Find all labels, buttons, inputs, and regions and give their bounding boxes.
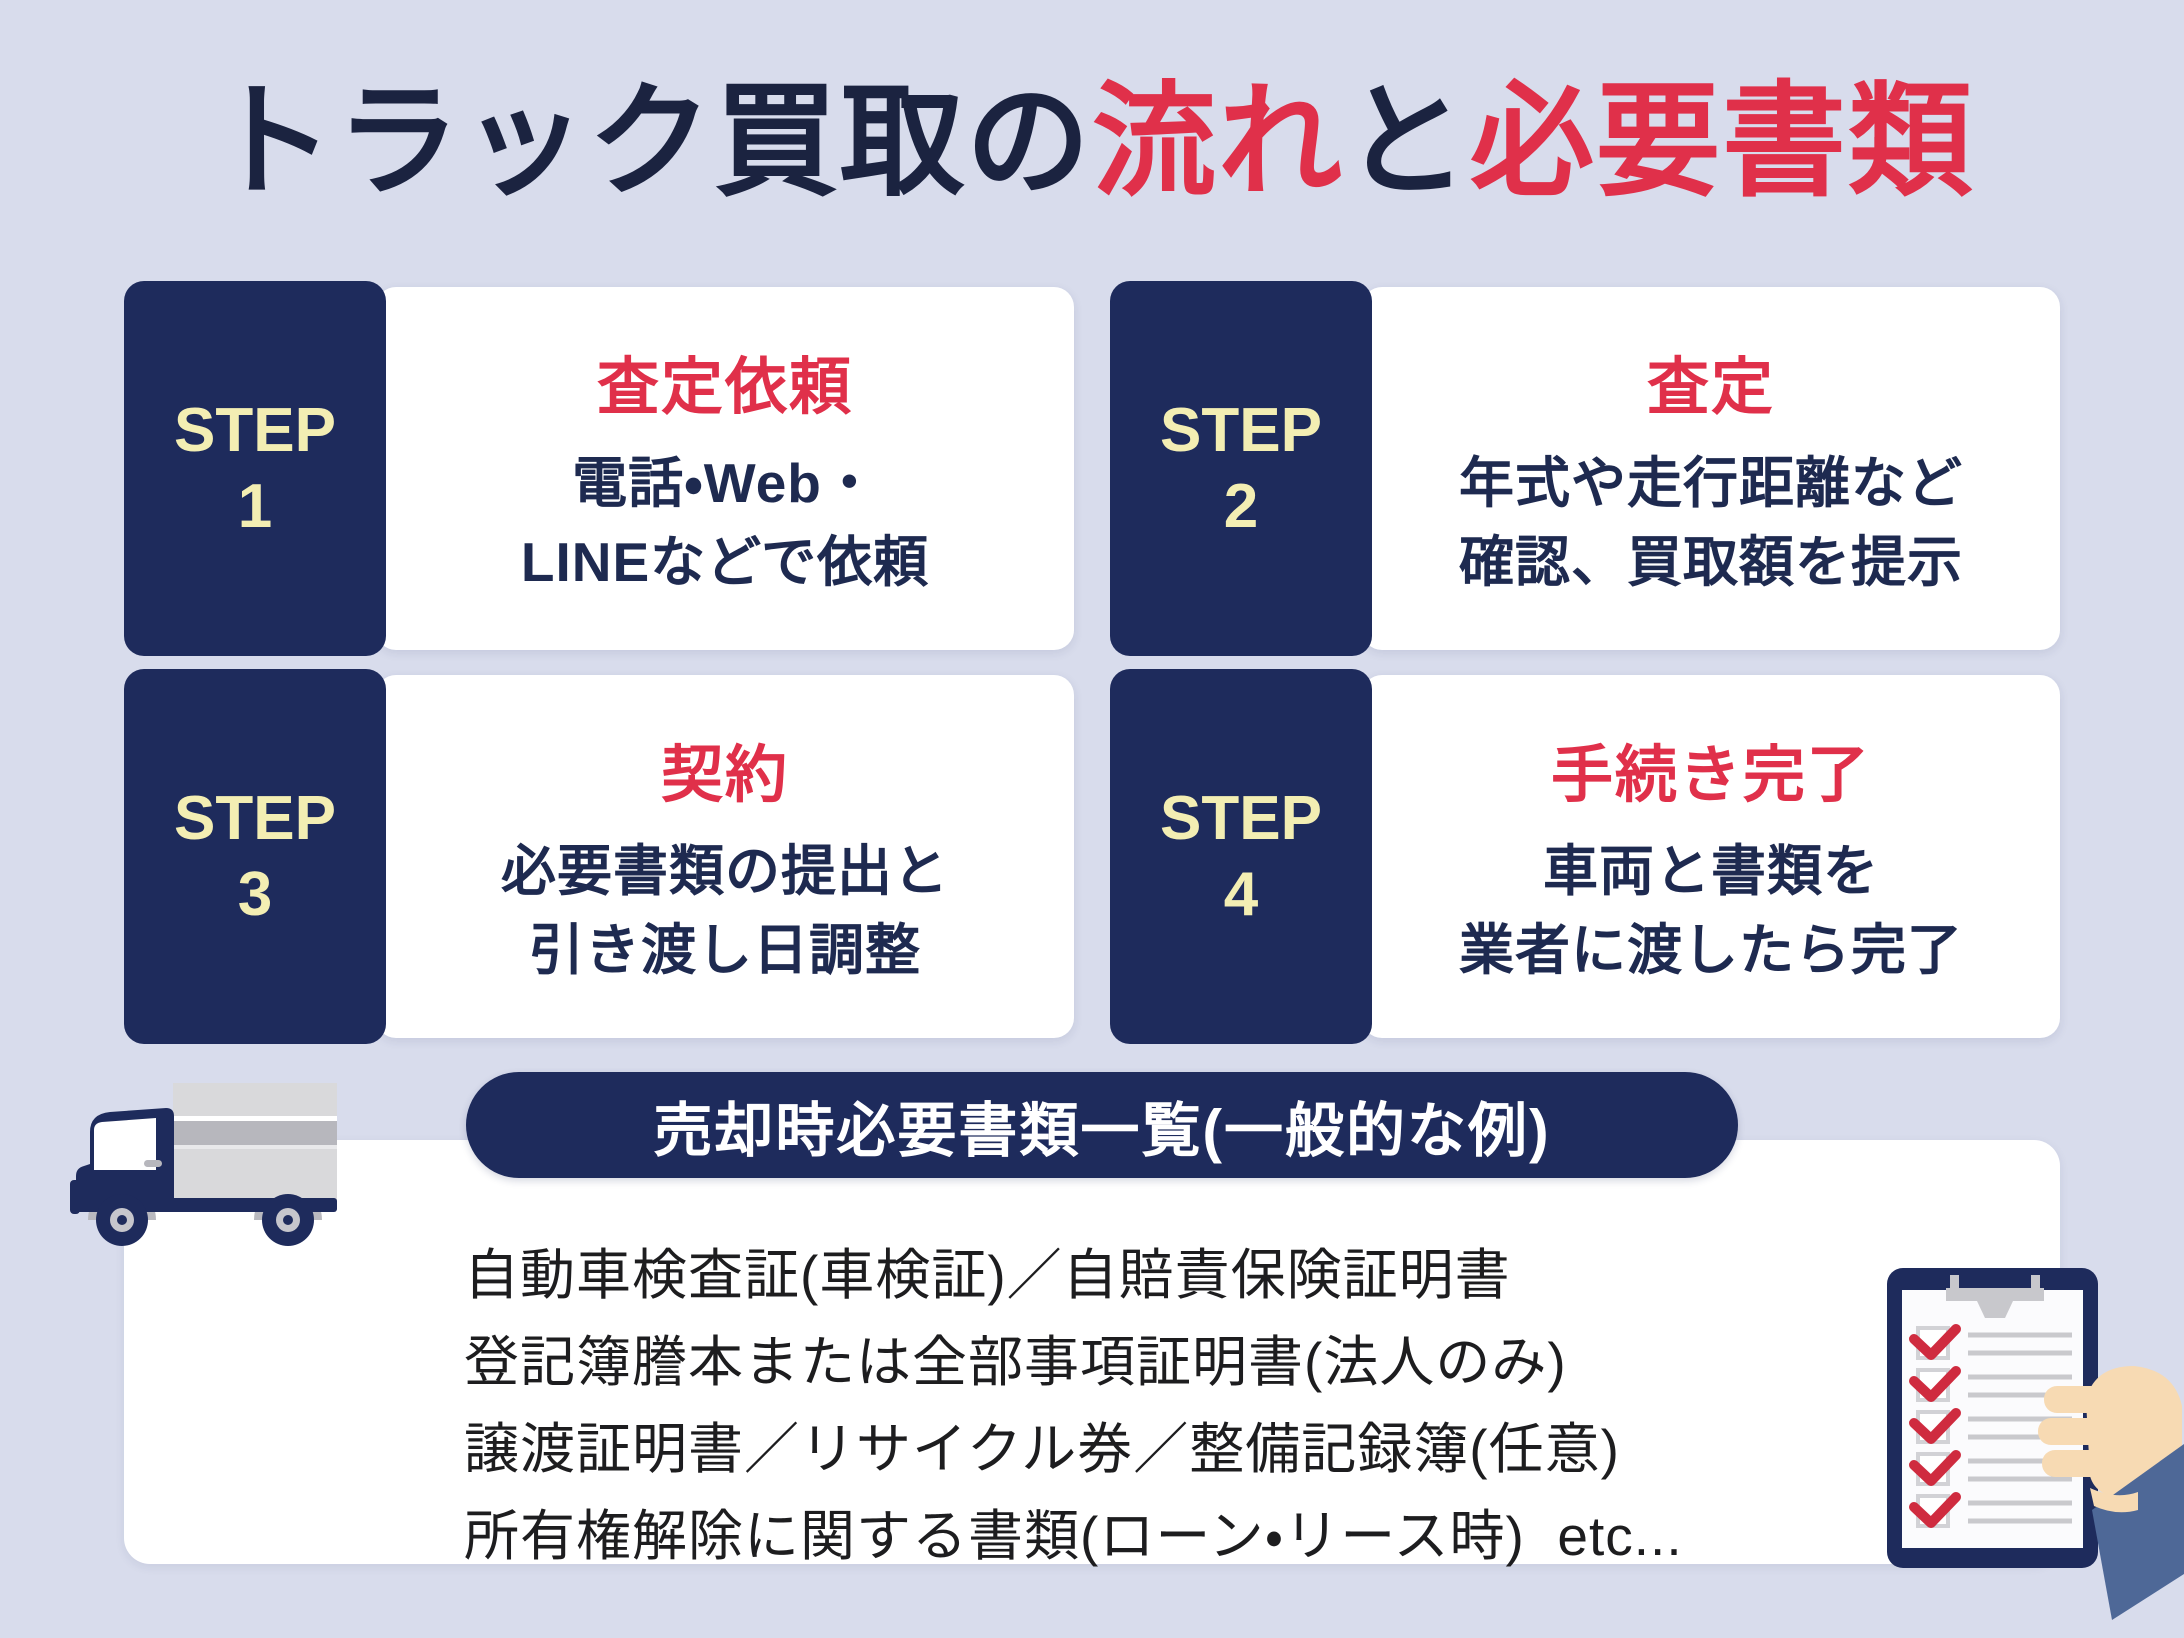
- hand: [2038, 1366, 2184, 1620]
- step-title: 査定: [1646, 353, 1775, 423]
- step-title: 査定依頼: [596, 353, 853, 423]
- step-description-line: 確認、買取額を提示: [1458, 530, 1963, 593]
- step-badge-word: STEP: [1160, 395, 1322, 465]
- step-title: 契約: [660, 741, 789, 811]
- step-card-3: 契約 必要書類の提出と 引き渡し日調整 STEP 3: [124, 669, 1074, 1044]
- step-card-2: 査定 年式や走行距離など 確認、買取額を提示 STEP 2: [1110, 281, 2060, 656]
- document-line: 譲渡証明書／リサイクル券／整備記録簿(任意): [464, 1418, 1620, 1480]
- step-description-line: 業者に渡したら完了: [1458, 918, 1963, 981]
- step-badge-word: STEP: [174, 395, 336, 465]
- step-card-body: 査定 年式や走行距離など 確認、買取額を提示: [1362, 287, 2060, 650]
- step-badge-number: 3: [237, 859, 273, 929]
- document-line: 登記簿謄本または全部事項証明書(法人のみ): [464, 1331, 1567, 1393]
- truck-icon: [70, 1083, 337, 1246]
- title-segment: と: [1344, 73, 1471, 211]
- step-badge-number: 1: [237, 471, 273, 541]
- title-segment: トラック買取の: [209, 73, 1092, 211]
- step-description-line: 車両と書類を: [1542, 840, 1879, 903]
- step-card-body: 契約 必要書類の提出と 引き渡し日調整: [376, 675, 1074, 1038]
- document-line: 自動車検査証(車検証)／自賠責保険証明書: [464, 1244, 1511, 1306]
- step-description-line: 必要書類の提出と: [500, 840, 949, 903]
- title-segment-highlight: 必要書類: [1470, 73, 1975, 211]
- documents-list: 自動車検査証(車検証)／自賠責保険証明書 登記簿謄本または全部事項証明書(法人の…: [464, 1232, 1683, 1580]
- step-badge: STEP 2: [1110, 281, 1372, 656]
- clipboard-checklist-icon: [1887, 1268, 2184, 1620]
- step-badge: STEP 4: [1110, 669, 1372, 1044]
- step-card-4: 手続き完了 車両と書類を 業者に渡したら完了 STEP 4: [1110, 669, 2060, 1044]
- page-title: トラック買取の流れと必要書類: [0, 68, 2184, 217]
- step-description-line: 年式や走行距離など: [1458, 452, 1963, 515]
- step-badge-word: STEP: [1160, 783, 1322, 853]
- step-card-1: 査定依頼 電話・Web・ LINEなどで依頼 STEP 1: [124, 281, 1074, 656]
- title-segment-highlight: 流れ: [1091, 73, 1344, 211]
- documents-panel: [124, 1140, 2060, 1564]
- step-badge-number: 2: [1223, 471, 1259, 541]
- step-badge: STEP 3: [124, 669, 386, 1044]
- step-card-body: 手続き完了 車両と書類を 業者に渡したら完了: [1362, 675, 2060, 1038]
- step-card-body: 査定依頼 電話・Web・ LINEなどで依頼: [376, 287, 1074, 650]
- step-description-line: 電話・Web・: [572, 452, 878, 515]
- step-cards-grid: 査定依頼 電話・Web・ LINEなどで依頼 STEP 1 査定 年式や走行距離…: [124, 281, 2060, 1044]
- step-badge-word: STEP: [174, 783, 336, 853]
- step-badge-number: 4: [1223, 859, 1259, 929]
- step-badge: STEP 1: [124, 281, 386, 656]
- step-title: 手続き完了: [1550, 741, 1871, 811]
- documents-header-pill: 売却時必要書類一覧(一般的な例): [466, 1072, 1738, 1178]
- document-line: 所有権解除に関する書類(ローン・リース時) etc...: [464, 1505, 1683, 1567]
- step-description-line: 引き渡し日調整: [528, 918, 921, 981]
- step-description-line: LINEなどで依頼: [520, 530, 930, 593]
